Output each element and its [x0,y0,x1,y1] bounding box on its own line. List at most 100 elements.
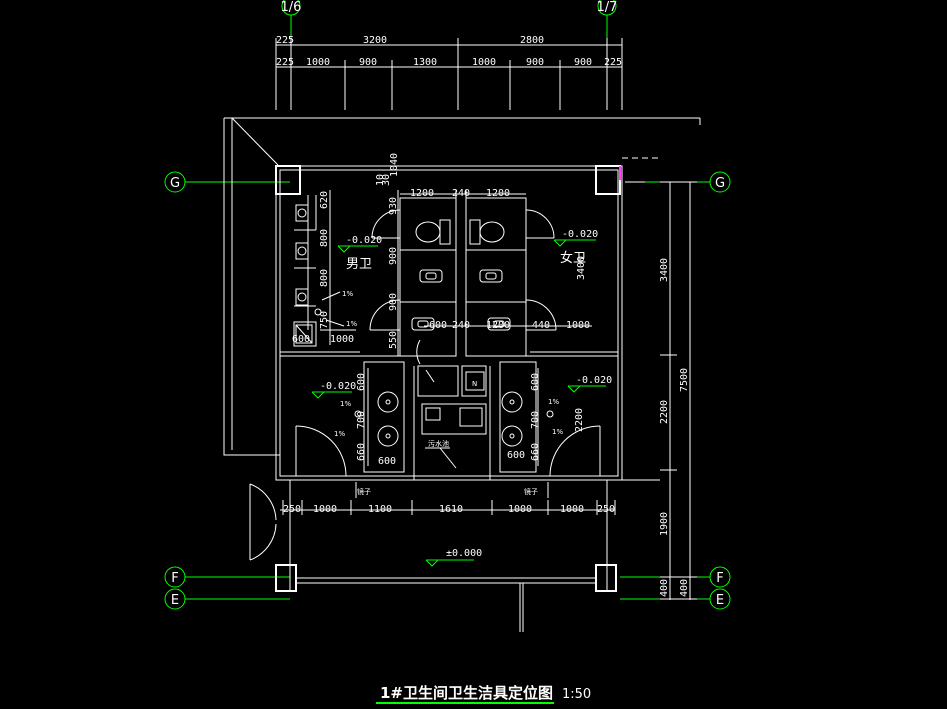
drawing-title-block: 1#卫生间卫生洁具定位图 1:50 [376,684,591,704]
level-markers: -0.020 -0.020 -0.020 -0.020 ±0.000 [311,229,612,567]
slope-label: 1% [552,428,563,436]
axis-label-1-7: 1/7 [597,0,618,15]
stall-dim-930: 930 [388,197,399,215]
stall-dim-10: 10 [375,174,386,186]
top-dim2-6: 900 [574,57,592,68]
level-corridor: ±0.000 [446,548,482,559]
squat-toilet-icon [411,317,435,331]
washbasin-icon [377,425,399,447]
bottom-dim-1: 1000 [313,504,337,515]
top-dim-225-a: 225 [276,35,294,46]
interior-partitions [280,190,618,498]
sink-left-660: 660 [356,443,367,461]
bottom-dim-4: 1000 [508,504,532,515]
level-marker: -0.020 [337,235,382,253]
slope-label: 1% [342,290,353,298]
slope-label: 1% [346,320,357,328]
bottom-dimensions: 250 1000 1100 1610 1000 1000 250 [280,500,616,515]
floor-drain-icon [314,308,322,316]
men-dim-800-b: 800 [319,269,330,287]
slope-label: 1% [548,398,559,406]
washbasin-icon [501,425,523,447]
top-dim2-0: 225 [276,57,294,68]
level-marker: -0.020 [311,381,356,399]
stall-dim-550: 550 [388,331,399,349]
level-marker: ±0.000 [425,548,482,567]
urinal-icon [295,242,309,260]
urinal-icon [295,288,309,306]
top-dim2-3: 1300 [413,57,437,68]
sink-right-2200: 2200 [574,408,585,432]
stall-dim-30: 30 [381,174,392,186]
sink-right-600: 600 [530,373,541,391]
sink-right-600-h: 600 [507,450,525,461]
door-arc-icon [369,299,401,331]
stall-dim-900-a: 900 [388,247,399,265]
door-arc-icon [525,209,555,239]
north-mark-label: N [472,380,477,388]
level-women: -0.020 [562,229,598,240]
men-dim-620: 620 [319,191,330,209]
washbasin-icon [377,391,399,413]
mid-h-440: 440 [532,320,550,331]
squat-toilet-icon [487,317,511,331]
level-sink-left: -0.020 [320,381,356,392]
mirror-label-right: 镜子 [524,487,538,496]
sink-left-600-h: 600 [378,456,396,467]
bottom-dim-0: 250 [283,504,301,515]
right-dim-400: 400 [659,579,670,597]
axis-label-e-left: E [171,593,179,608]
mid-h-600: 600 [429,320,447,331]
door-arc-icon [416,339,421,365]
axis-label-f-right: F [716,571,723,586]
toilet-icon [415,219,451,245]
mop-basin-icon [295,324,313,344]
drawing-scale: 1:50 [562,687,591,702]
top-dim2-1: 1000 [306,57,330,68]
fixtures [295,204,554,447]
top-h-1200-b: 1200 [486,188,510,199]
men-dim-1000: 1000 [330,334,354,345]
men-dim-800-a: 800 [319,229,330,247]
right-dim-3400: 3400 [659,258,670,282]
slope-label: 1% [334,430,345,438]
drawing-title: 1#卫生间卫生洁具定位图 [380,684,553,702]
floor-drain-icon [546,410,554,418]
slope-label: 1% [340,400,351,408]
bottom-dim-6: 250 [597,504,615,515]
stall-dim-1040: 1040 [389,153,400,177]
room-label-women: 女卫 [560,250,586,266]
level-marker: -0.020 [553,229,598,247]
sink-left-600: 600 [356,373,367,391]
door-arc-icon [549,425,601,477]
bottom-dim-3: 1610 [439,504,463,515]
washbasin-icon [501,391,523,413]
top-dim2-4: 1000 [472,57,496,68]
top-dim-2800: 2800 [520,35,544,46]
level-men: -0.020 [346,235,382,246]
bottom-dim-2: 1100 [368,504,392,515]
door-arc-icon [525,299,557,331]
axis-label-e-right: E [716,593,724,608]
right-dim-1900: 1900 [659,512,670,536]
room-label-men: 男卫 [346,257,372,272]
sink-right-700: 700 [530,411,541,429]
sink-left-700: 700 [356,411,367,429]
men-room-dimensions: 620 800 800 750 600 1000 930 900 900 550… [292,153,592,356]
mid-h-1000: 1000 [566,320,590,331]
top-dim2-7: 225 [604,57,622,68]
men-dim-750: 750 [319,311,330,329]
exterior-walls [223,117,701,632]
slope-markers: 1% 1% 1% 1% 1% 1% [321,290,563,438]
door-arc-icon [249,483,277,561]
right-dim-7500: 7500 [679,368,690,392]
door-arc-icon [295,425,347,477]
mirror-label-left: 镜子 [357,487,371,496]
axis-label-g-right: G [715,176,725,191]
level-marker: -0.020 [567,375,612,393]
doors [249,209,601,561]
mid-h-1200: 1200 [486,320,510,331]
mid-h-240: 240 [452,320,470,331]
room-labels: 男卫 女卫 镜子 镜子 污水池 N [346,250,586,496]
